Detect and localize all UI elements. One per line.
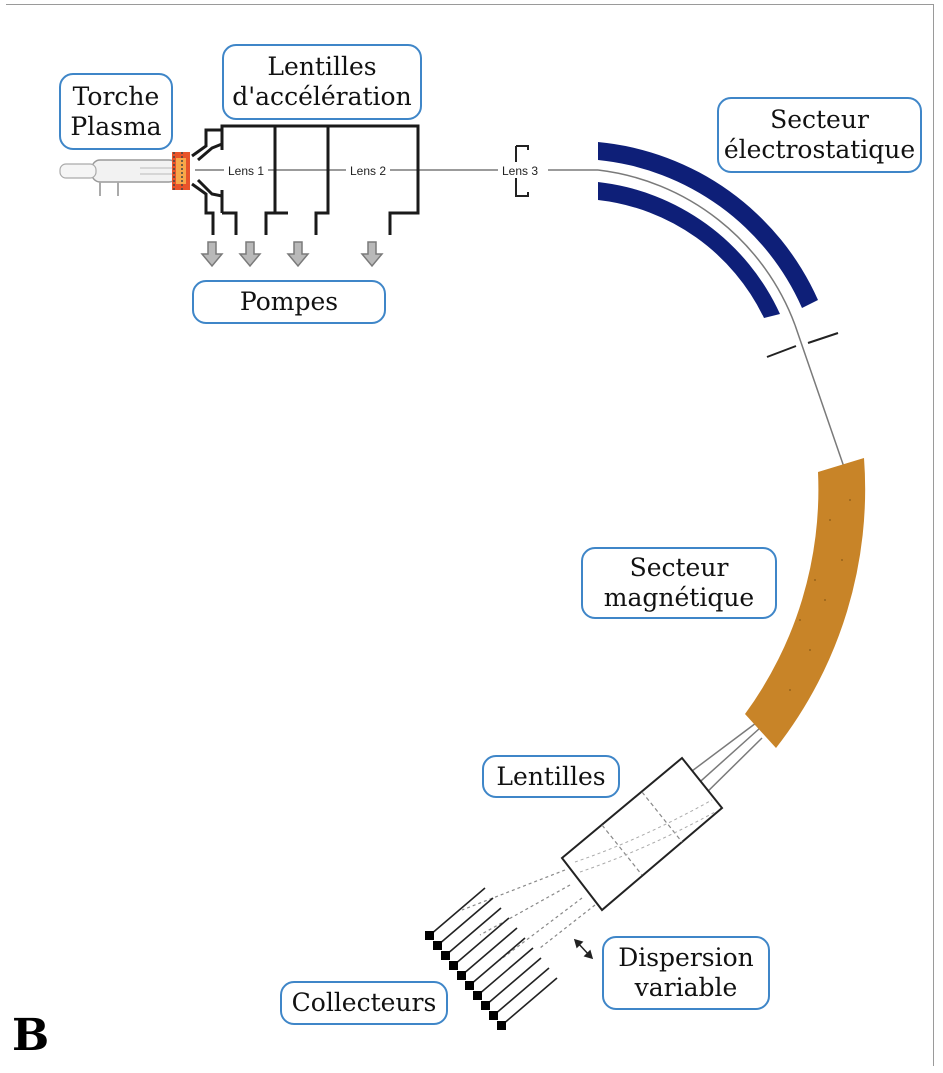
accel-label-line-2: d'accélération	[232, 82, 412, 111]
torch-plasma-label: Torche Plasma	[59, 73, 173, 150]
magnetic-label-line-1: Secteur	[629, 553, 729, 582]
figure-frame	[6, 4, 934, 1066]
pump-arrow-icon	[286, 241, 310, 268]
torch-label-line-2: Plasma	[70, 111, 162, 141]
magnetic-label-line-2: magnétique	[603, 583, 755, 612]
lenses-label: Lentilles	[482, 755, 620, 798]
magnetic-sector-label: Secteur magnétique	[581, 547, 777, 619]
electrostatic-sector	[598, 142, 818, 318]
magnetic-sector	[745, 458, 866, 748]
dispersion-label-line-1: Dispersion	[618, 943, 754, 972]
lens-3: Lens 3	[498, 145, 548, 197]
lens-2-label-group: Lens 2	[346, 162, 390, 178]
electrostatic-label-line-2: électrostatique	[723, 135, 916, 164]
pump-arrow-icon	[200, 241, 224, 268]
accel-label-line-1: Lentilles	[267, 52, 377, 81]
collector-array	[429, 887, 558, 1026]
collector-tips	[425, 931, 506, 1030]
lens-3-label: Lens 3	[502, 164, 538, 178]
lens-1-label: Lens 1	[228, 164, 264, 178]
pumps-label-text: Pompes	[239, 287, 339, 316]
lens-2-label: Lens 2	[350, 164, 386, 178]
exit-slit	[766, 332, 839, 358]
torch-label-line-1: Torche	[72, 81, 160, 111]
collectors-label: Collecteurs	[280, 981, 448, 1025]
pump-arrow-icon	[238, 241, 262, 268]
electrostatic-sector-label: Secteur électrostatique	[717, 97, 922, 173]
dispersion-label: Dispersion variable	[602, 936, 770, 1010]
acceleration-lens-housing	[191, 124, 420, 235]
pump-arrows	[200, 241, 384, 268]
collectors-label-text: Collecteurs	[291, 988, 437, 1017]
acceleration-lenses-label: Lentilles d'accélération	[222, 44, 422, 120]
focusing-lens-box	[560, 756, 724, 912]
panel-letter: B	[12, 1010, 50, 1061]
collector-beams	[461, 869, 596, 961]
pumps-label: Pompes	[192, 280, 386, 324]
plasma-torch	[59, 152, 190, 196]
lenses-label-text: Lentilles	[496, 761, 606, 791]
lens-1-label-group: Lens 1	[224, 162, 268, 178]
electrostatic-label-line-1: Secteur	[770, 105, 869, 134]
double-arrow-icon	[573, 938, 594, 960]
dispersion-label-line-2: variable	[634, 973, 738, 1002]
pump-arrow-icon	[360, 241, 384, 268]
